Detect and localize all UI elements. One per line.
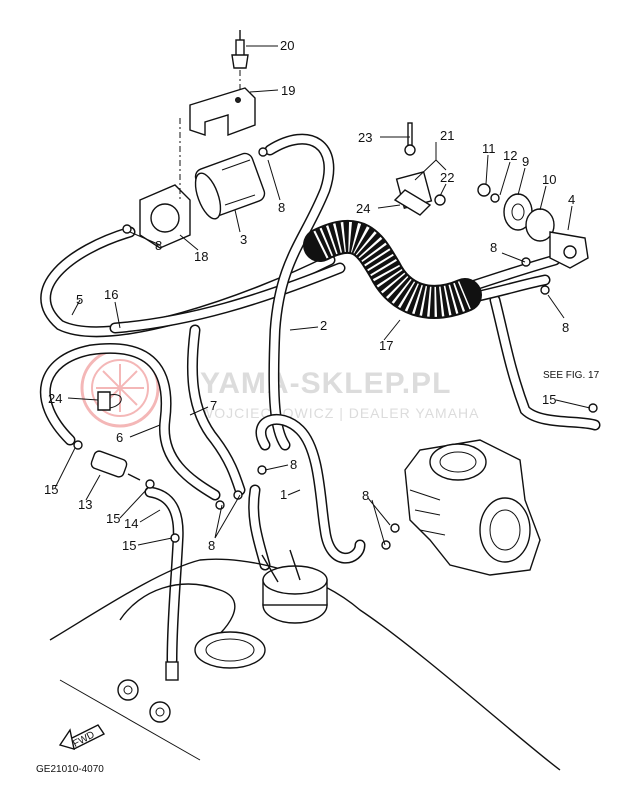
fwd-arrow	[58, 724, 106, 750]
callout-17: 17	[379, 338, 393, 353]
watermark-subtitle: WOJCIECHOWICZ | DEALER YAMAHA	[200, 405, 479, 421]
callout-labels: 20 19 3 8 18 8 23 21 22 24 11 12 9 10 4 …	[36, 38, 600, 775]
bracket-19	[189, 39, 256, 137]
callout-15: 15	[44, 482, 58, 497]
callout-8: 8	[155, 238, 162, 253]
fwd-label: FWD	[71, 729, 96, 749]
diagram-code: GE21010-4070	[36, 764, 104, 775]
callout-5: 5	[76, 292, 83, 307]
callout-24: 24	[48, 391, 62, 406]
callout-16: 16	[104, 287, 118, 302]
callout-8: 8	[362, 488, 369, 503]
callout-8: 8	[562, 320, 569, 335]
fitting-9-10-4	[477, 183, 589, 269]
watermark-title: YAMA-SKLEP.PL	[200, 367, 451, 400]
check-valve-13	[90, 450, 141, 481]
gasket-rings	[117, 661, 179, 723]
canister	[194, 152, 266, 220]
callout-1: 1	[280, 487, 287, 502]
callout-13: 13	[78, 497, 92, 512]
callout-15: 15	[542, 392, 556, 407]
callout-15: 15	[122, 538, 136, 553]
clip-24-left	[97, 391, 122, 411]
callout-21: 21	[440, 128, 454, 143]
callout-12: 12	[503, 148, 517, 163]
callout-11: 11	[482, 141, 496, 156]
callout-7: 7	[210, 398, 217, 413]
leader-lines	[54, 45, 591, 546]
fuel-tank	[49, 549, 561, 771]
bracket-18	[139, 184, 191, 249]
callout-8: 8	[208, 538, 215, 553]
hose-group	[39, 133, 601, 666]
callout-22: 22	[440, 170, 454, 185]
callout-4: 4	[568, 192, 575, 207]
callout-8: 8	[278, 200, 285, 215]
callout-3: 3	[240, 232, 247, 247]
callout-8: 8	[290, 457, 297, 472]
callout-9: 9	[522, 154, 529, 169]
callout-8: 8	[490, 240, 497, 255]
callout-23: 23	[358, 130, 372, 145]
callout-2: 2	[320, 318, 327, 333]
see-fig-note: SEE FIG. 17	[543, 370, 600, 381]
callout-20: 20	[280, 38, 294, 53]
callout-10: 10	[542, 172, 556, 187]
hose-clamps	[73, 147, 598, 550]
callout-24: 24	[356, 201, 370, 216]
callout-19: 19	[281, 83, 295, 98]
callout-6: 6	[116, 430, 123, 445]
callout-14: 14	[124, 516, 138, 531]
callout-18: 18	[194, 249, 208, 264]
callout-15: 15	[106, 511, 120, 526]
corrugated-hose	[303, 219, 482, 319]
throttle-body	[404, 439, 541, 576]
